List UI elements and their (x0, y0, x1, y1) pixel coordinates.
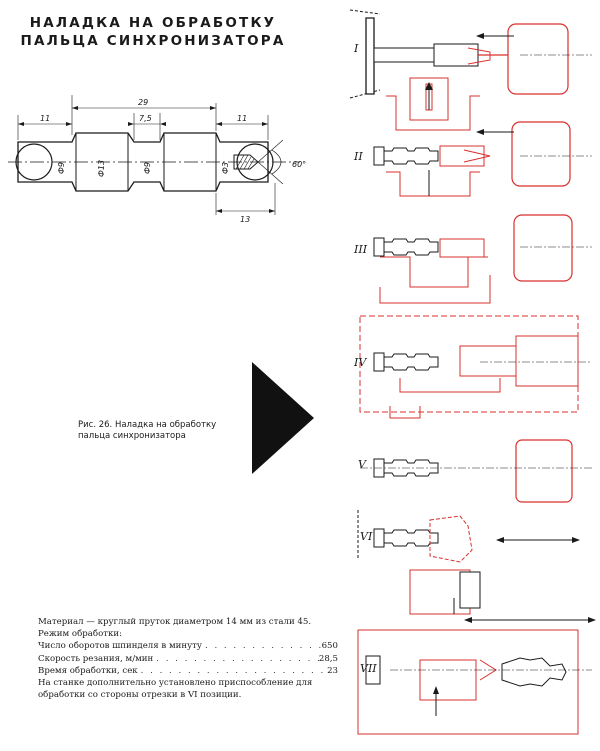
dim-13: 13 (240, 215, 250, 224)
title-line-2: ПАЛЬЦА СИНХРОНИЗАТОРА (20, 33, 286, 49)
position-I: I (349, 9, 592, 131)
dim-phi9-left: Ф9 (57, 162, 66, 174)
position-label: IV (353, 356, 367, 369)
spec-value: 23 (327, 665, 338, 676)
dim-29: 29 (138, 98, 148, 107)
dim-phi13: Ф13 (97, 160, 106, 177)
dim-11-right: 11 (237, 114, 247, 123)
position-III: III (353, 214, 592, 304)
dim-7-5: 7,5 (139, 114, 152, 123)
setup-note: На станке дополнительно установлено прис… (38, 678, 313, 701)
position-label: V (358, 458, 367, 471)
turret-positions-diagram: I II III IV V (349, 9, 596, 735)
position-VII: VII (357, 617, 596, 735)
dim-phi9-right: Ф9 (143, 162, 152, 174)
spec-label: Время обработки, сек (38, 665, 138, 676)
position-IV: IV (353, 315, 592, 419)
part-drawing: 29 11 7,5 11 13 60° Ф9 Ф13 Ф9 Ф3 (8, 95, 306, 224)
material-line: Материал — круглый пруток диаметром 14 м… (38, 617, 312, 627)
direction-arrow-icon (252, 362, 314, 474)
spec-row-spindle: Число оборотов шпинделя в минуту . . . .… (38, 641, 338, 652)
position-VI: VI (357, 510, 580, 615)
spec-label: Число оборотов шпинделя в минуту (38, 641, 202, 652)
caption-line-1: Рис. 26. Наладка на обработку (78, 420, 217, 430)
figure-caption: Рис. 26. Наладка на обработку пальца син… (78, 420, 248, 442)
mode-heading: Режим обработки: (38, 629, 122, 640)
caption-line-2: пальца синхронизатора (78, 431, 186, 441)
spec-value: 28,5 (318, 653, 338, 664)
dim-11-left: 11 (40, 114, 50, 123)
position-label: VII (360, 662, 377, 675)
position-label: II (353, 150, 363, 163)
spec-value: 650 (321, 641, 338, 652)
dim-phi3: Ф3 (221, 162, 230, 174)
position-V: V (358, 439, 592, 503)
position-label: III (353, 243, 368, 256)
position-label: I (353, 42, 359, 55)
title-line-1: НАЛАДКА НА ОБРАБОТКУ (29, 15, 277, 31)
position-label: VI (360, 530, 373, 543)
position-II: II (353, 121, 592, 197)
machining-specs: Материал — круглый пруток диаметром 14 м… (38, 616, 338, 701)
spec-label: Скорость резания, м/мин (38, 653, 154, 664)
dim-angle: 60° (292, 160, 306, 169)
page-title: НАЛАДКА НА ОБРАБОТКУ ПАЛЬЦА СИНХРОНИЗАТО… (18, 14, 288, 50)
spec-row-speed: Скорость резания, м/мин . . . . . . . . … (38, 653, 338, 664)
spec-row-time: Время обработки, сек . . . . . . . . . .… (38, 665, 338, 676)
